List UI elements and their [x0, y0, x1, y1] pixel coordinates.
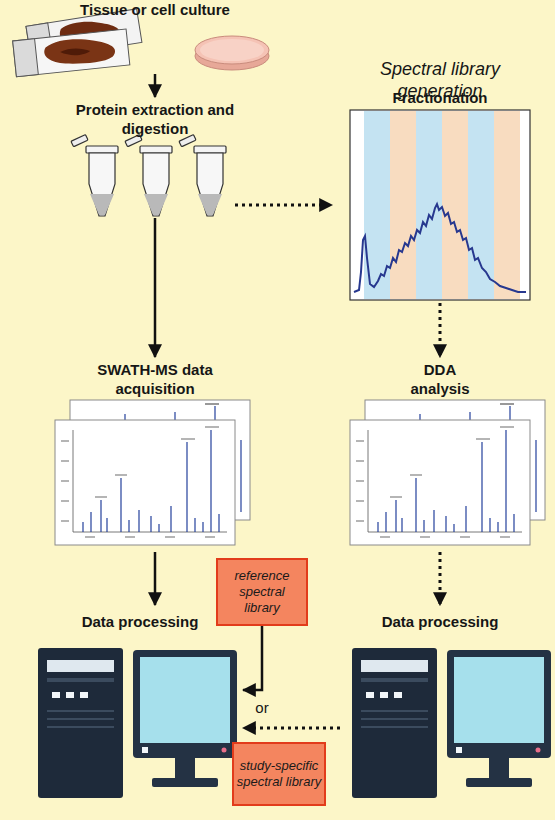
step-label: SWATH-MS data acquisition	[85, 360, 225, 398]
dotted-arrow	[439, 303, 442, 357]
step-group: Data processing	[35, 608, 240, 804]
section-label: Spectral library generation	[350, 58, 530, 102]
dotted-arrow	[235, 204, 332, 207]
library-box: reference spectral library	[216, 558, 308, 626]
flow-arrow	[154, 74, 157, 97]
step-group: Tissue or cell culture	[5, 0, 275, 74]
step-label: DDA analysis	[400, 360, 480, 398]
sample-tube	[125, 135, 172, 216]
flow-arrow	[154, 552, 157, 605]
flow-arrow	[243, 626, 262, 690]
step-group: Fractionation	[335, 88, 545, 303]
computer	[352, 648, 551, 798]
sample-tube	[179, 135, 226, 216]
computer	[38, 648, 237, 798]
choice-label: or	[246, 699, 278, 717]
glass-slide	[13, 29, 130, 77]
step-group: DDA analysis	[335, 360, 545, 552]
ms-spectrum	[55, 400, 250, 545]
step-group: Protein extraction and digestion	[75, 100, 235, 218]
dotted-arrow	[439, 552, 442, 605]
step-label: Data processing	[340, 612, 540, 631]
dotted-arrow	[243, 727, 340, 730]
step-label: Tissue or cell culture	[45, 0, 265, 19]
step-group: Data processing	[340, 608, 540, 804]
ms-spectrum	[350, 400, 545, 545]
library-label: study-specific spectral library	[236, 758, 322, 790]
step-label: Protein extraction and digestion	[75, 100, 235, 138]
culture-dish	[195, 36, 269, 70]
library-label: reference spectral library	[220, 568, 304, 616]
sample-tube	[71, 135, 118, 216]
step-group: SWATH-MS data acquisition	[50, 360, 260, 552]
library-box: study-specific spectral library	[232, 742, 326, 806]
flow-arrow	[154, 218, 157, 357]
step-label: Data processing	[40, 612, 240, 631]
chromatogram	[350, 110, 530, 300]
